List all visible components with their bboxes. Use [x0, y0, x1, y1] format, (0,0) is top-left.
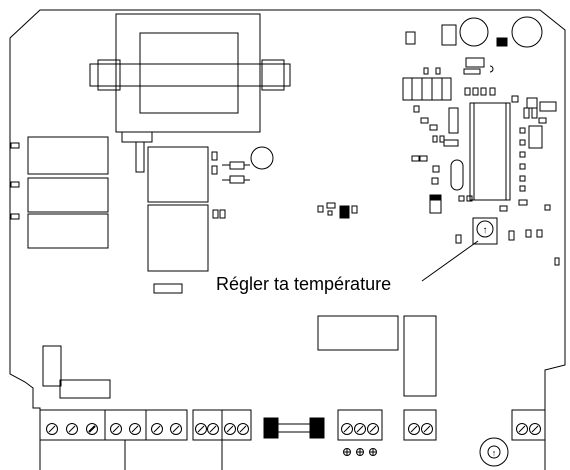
board-outline	[10, 10, 565, 470]
terminal-blocks	[40, 410, 545, 470]
transformer	[90, 14, 290, 142]
plus-markers	[344, 449, 377, 456]
diodes	[222, 147, 273, 183]
callout-leader	[422, 241, 478, 281]
terminal-screws	[47, 424, 541, 435]
temperature-callout-label: Régler ta température	[216, 274, 392, 294]
svg-text:↑: ↑	[483, 225, 488, 236]
microcontroller	[412, 103, 550, 213]
temperature-potentiometer: ↑	[456, 218, 559, 265]
top-right-components	[403, 17, 556, 111]
bottom-potentiometer: ↑	[480, 438, 508, 466]
fuse	[264, 418, 324, 438]
center-components	[318, 203, 357, 218]
svg-text:↑: ↑	[492, 448, 497, 458]
relay-block	[11, 137, 108, 248]
power-capacitors	[136, 142, 225, 293]
lower-components	[43, 316, 436, 398]
